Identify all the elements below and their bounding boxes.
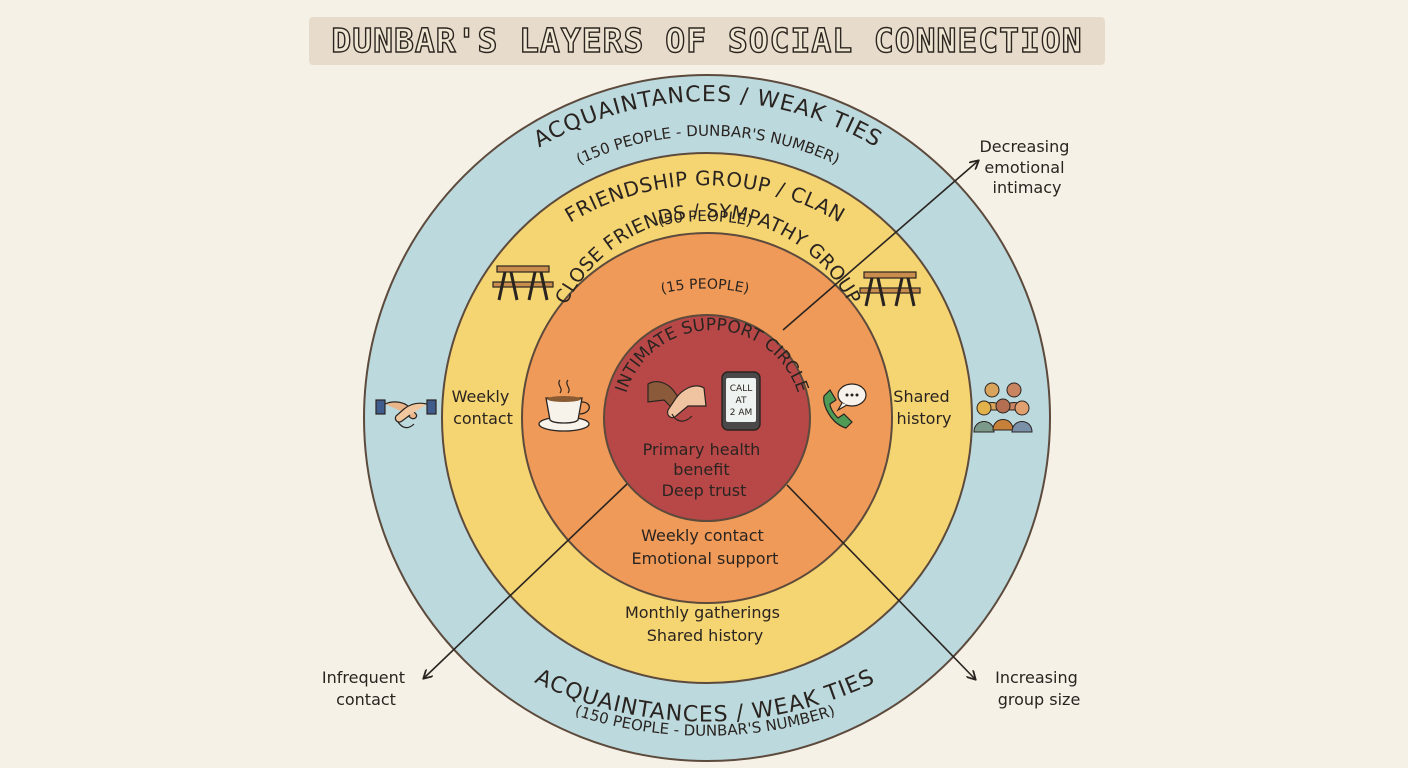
- phone-call-icon: [823, 383, 867, 429]
- label-infrequent-contact: Infrequent contact: [322, 668, 410, 709]
- handshake-icon: [375, 399, 437, 429]
- friendship-bottom-note: Monthly gatherings Shared history: [625, 603, 785, 645]
- arrow-increasing-group-size: [786, 484, 975, 679]
- close-friends-subtitle: (15 PEOPLE): [659, 276, 750, 297]
- holding-hands-icon: [647, 381, 707, 422]
- picnic-table-icon: [859, 271, 921, 307]
- title-banner: [309, 17, 1105, 65]
- svg-text:AT: AT: [736, 396, 747, 406]
- intimate-notes: Primary health benefit Deep trust: [643, 440, 766, 500]
- ring-intimate: [603, 314, 811, 522]
- friendship-right-note: Shared history: [893, 387, 954, 428]
- phone-icon: CALL AT 2 AM: [721, 371, 761, 431]
- group-icon: [973, 382, 1033, 433]
- friendship-subtitle: (50 PEOPLE): [656, 207, 754, 230]
- coffee-cup-icon: [538, 379, 590, 432]
- close-friends-bottom-note: Weekly contact Emotional support: [632, 526, 779, 568]
- friendship-left-note: Weekly contact: [452, 387, 515, 428]
- label-decreasing-intimacy: Decreasing emotional intimacy: [979, 137, 1074, 197]
- arrow-decreasing-intimacy: [782, 161, 978, 331]
- svg-text:CALL: CALL: [730, 384, 752, 394]
- arrow-infrequent-contact: [424, 483, 628, 678]
- svg-text:2 AM: 2 AM: [730, 408, 753, 418]
- picnic-table-icon: [492, 265, 554, 301]
- diagram-title: DUNBAR'S LAYERS OF SOCIAL CONNECTION: [331, 20, 1083, 60]
- label-increasing-group-size: Increasing group size: [995, 668, 1083, 709]
